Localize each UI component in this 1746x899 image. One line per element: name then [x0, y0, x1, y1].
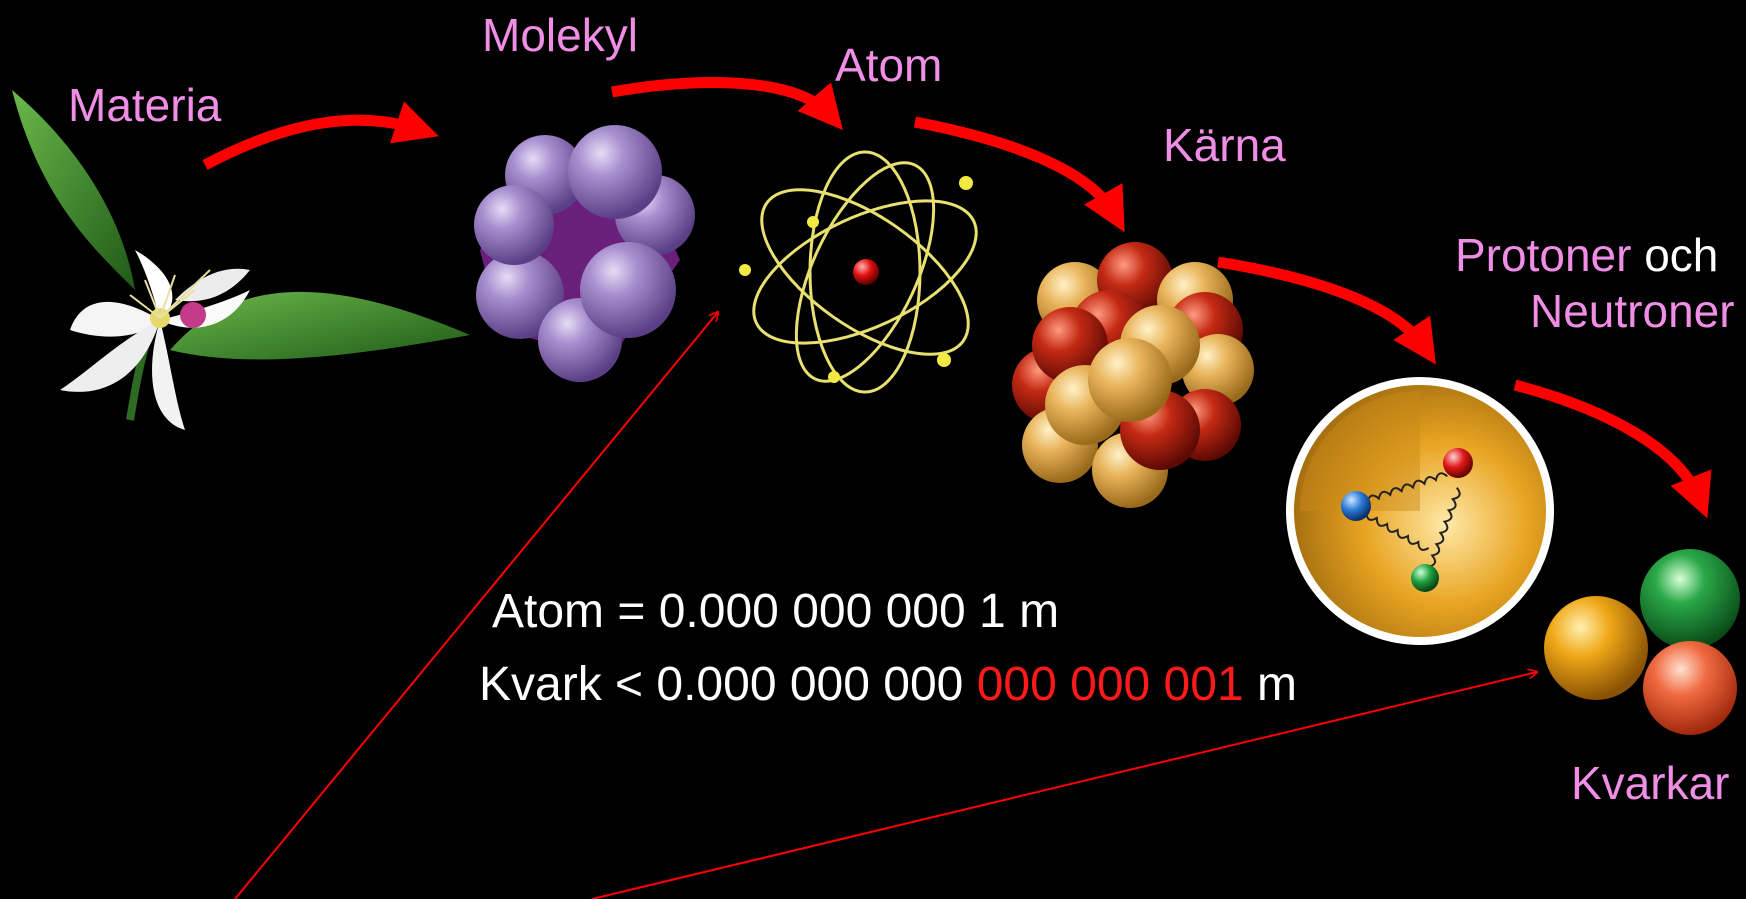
- petal: [135, 250, 173, 320]
- nucleus-illustration: [1012, 242, 1254, 508]
- label-protoner: Protoner: [1455, 229, 1632, 281]
- electron: [828, 371, 840, 383]
- nucleon-gold: [1182, 334, 1254, 406]
- label-kvarkar: Kvarkar: [1571, 757, 1730, 809]
- leaf-right: [170, 291, 470, 360]
- label-och: och: [1644, 229, 1719, 281]
- molecule-sphere: [474, 185, 554, 265]
- arrow-atom-to-karna: [913, 116, 1125, 233]
- molecule-illustration: [474, 125, 695, 382]
- quark-yellow: [1544, 596, 1648, 700]
- arrow-materia-to-molekyl: [202, 101, 439, 170]
- pointer-lines: [234, 312, 1537, 899]
- stamens: [129, 269, 211, 319]
- equation-atom-size: Atom = 0.000 000 000 1 m: [492, 585, 1060, 638]
- atom-illustration: [739, 150, 978, 394]
- electron-orbit: [794, 161, 936, 383]
- scale-arrows: [202, 77, 1712, 519]
- leaf-left: [12, 90, 135, 290]
- molecule-sphere: [476, 251, 564, 339]
- kvark-unit: m: [1256, 658, 1297, 711]
- kvark-value-prefix: Kvark < 0.000 000 000: [479, 658, 964, 711]
- nucleon-gold: [1088, 338, 1172, 422]
- proton-illustration: [1286, 377, 1554, 645]
- proton-sphere: [1286, 377, 1554, 645]
- label-materia: Materia: [68, 79, 222, 131]
- arrow-molekyl-to-atom: [611, 77, 843, 131]
- quark-red: [1643, 641, 1737, 735]
- proton-cutaway-inner: [1300, 391, 1420, 511]
- molecule-sphere: [580, 242, 676, 338]
- equation-kvark-size: Kvark < 0.000 000 000 000 000 001 m: [479, 661, 1297, 709]
- kvark-value-highlight: 000 000 001: [976, 658, 1244, 711]
- quark-red: [1443, 448, 1473, 478]
- quark-blue: [1341, 491, 1371, 521]
- pointer-to-quarks: [591, 672, 1537, 899]
- label-atom: Atom: [835, 39, 943, 91]
- electron: [807, 216, 819, 228]
- electron: [959, 176, 973, 190]
- electron: [937, 353, 951, 367]
- quarks-illustration: [1544, 549, 1740, 735]
- petal: [152, 320, 185, 430]
- electron-orbit: [760, 188, 970, 356]
- nucleon-red: [1032, 307, 1108, 383]
- atom-nucleus: [853, 259, 879, 285]
- label-molekyl: Molekyl: [482, 9, 638, 61]
- pointer-to-atom: [234, 312, 718, 899]
- flower-bud: [180, 302, 206, 328]
- flower-illustration: [12, 90, 470, 430]
- electron: [739, 264, 751, 276]
- label-karna: Kärna: [1163, 119, 1286, 171]
- molecule-sphere: [568, 125, 662, 219]
- quark-green: [1640, 549, 1740, 649]
- quark-green: [1411, 564, 1439, 592]
- label-neutroner: Neutroner: [1530, 285, 1735, 337]
- arrow-karna-to-protoner: [1217, 256, 1436, 365]
- electron-orbit: [752, 199, 978, 345]
- arrow-protoner-to-kvarkar: [1513, 379, 1712, 519]
- label-protoner-och: Protoner och: [1455, 232, 1718, 278]
- petal: [175, 268, 250, 302]
- petal: [70, 301, 160, 337]
- petal: [60, 320, 160, 392]
